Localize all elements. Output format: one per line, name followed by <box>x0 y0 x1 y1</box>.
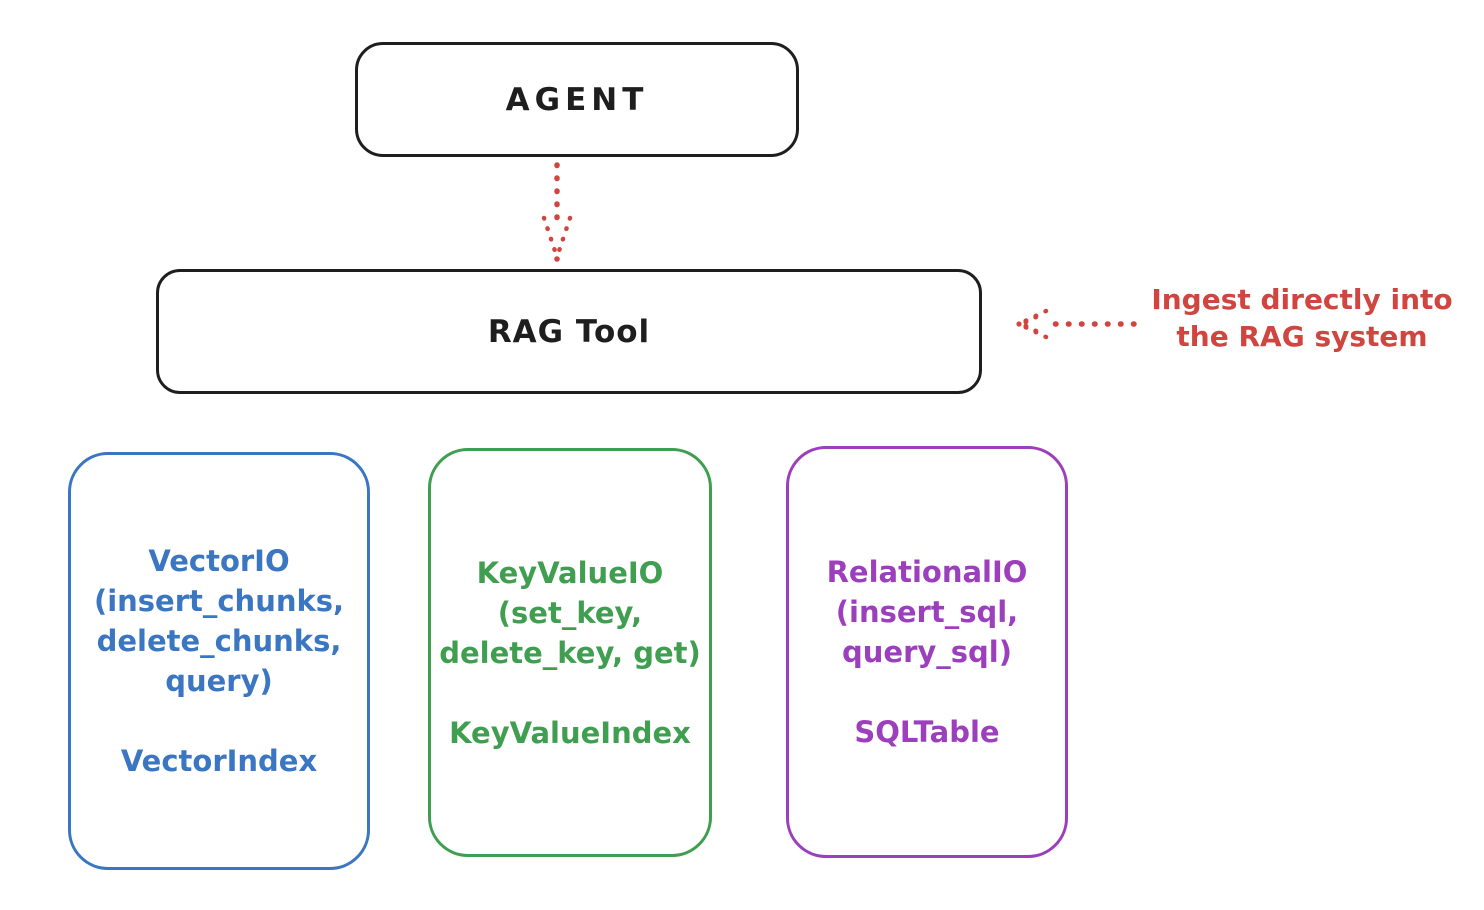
ingest-arrow-left-dotted-icon <box>1016 308 1137 340</box>
relationalio-line: RelationalIO <box>826 555 1028 589</box>
ingest-annotation: Ingest directly into the RAG system <box>1128 281 1476 355</box>
rag-tool-node: RAG Tool <box>156 269 982 394</box>
sqltable-label: SQLTable <box>854 715 1000 749</box>
relationalio-node: RelationalIO (insert_sql, query_sql) SQL… <box>786 446 1068 858</box>
keyvalue-index-label: KeyValueIndex <box>449 715 691 750</box>
vectorio-line: query) <box>165 664 273 698</box>
keyvalueio-line: delete_key, get) <box>439 635 701 670</box>
agent-label: AGENT <box>505 81 649 118</box>
relationalio-line: query_sql) <box>842 635 1012 669</box>
arrow-down-dotted-icon <box>541 162 573 262</box>
relationalio-line: (insert_sql, <box>835 595 1019 629</box>
vectorio-line: VectorIO <box>148 544 290 578</box>
vectorio-title-block: VectorIO (insert_chunks, delete_chunks, … <box>94 541 344 701</box>
ingest-annotation-line-2: the RAG system <box>1176 320 1428 353</box>
relationalio-title-block: RelationalIO (insert_sql, query_sql) <box>827 552 1028 672</box>
ingest-annotation-line-1: Ingest directly into <box>1151 283 1453 316</box>
keyvalueio-node: KeyValueIO (set_key, delete_key, get) Ke… <box>428 448 712 857</box>
vectorio-line: (insert_chunks, <box>93 584 345 618</box>
keyvalueio-line: (set_key, <box>497 595 643 630</box>
vectorio-line: delete_chunks, <box>96 624 342 658</box>
agent-node: AGENT <box>355 42 799 157</box>
rag-tool-label: RAG Tool <box>487 313 651 350</box>
vector-index-label: VectorIndex <box>120 744 318 778</box>
keyvalueio-line: KeyValueIO <box>476 555 664 590</box>
keyvalueio-title-block: KeyValueIO (set_key, delete_key, get) <box>439 553 701 673</box>
vectorio-node: VectorIO (insert_chunks, delete_chunks, … <box>68 452 370 870</box>
